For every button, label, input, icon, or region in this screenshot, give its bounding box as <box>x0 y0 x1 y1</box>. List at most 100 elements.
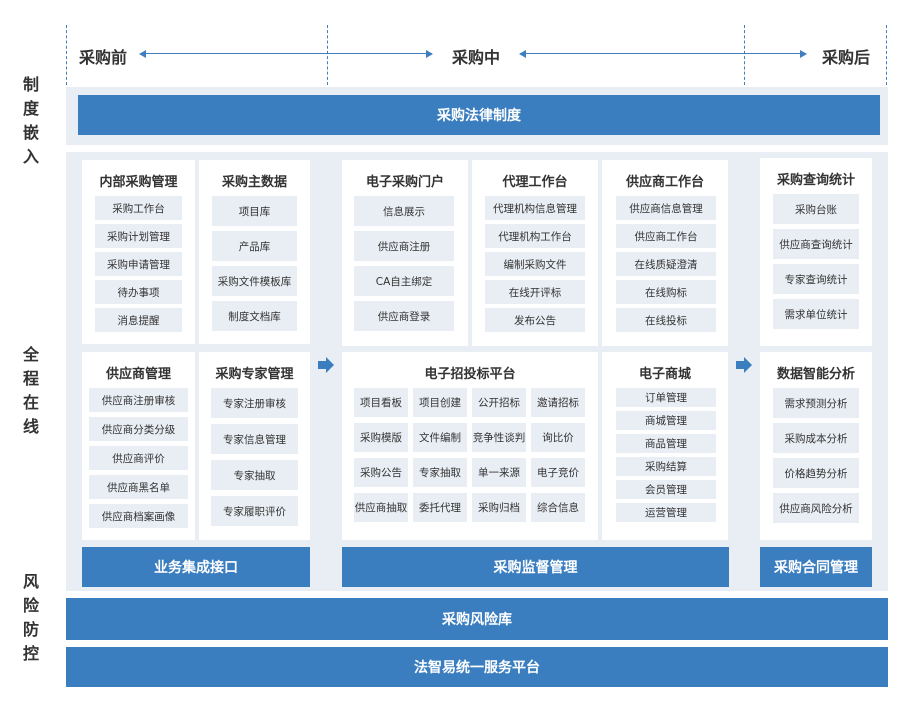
side-label-full-text: 全程在线 <box>22 345 39 436</box>
panel-expert-title: 采购专家管理 <box>215 367 294 382</box>
list-item: 采购文件模板库 <box>212 266 297 296</box>
panel-mall-title: 电子商城 <box>638 367 691 382</box>
list-item: 供应商登录 <box>354 301 454 331</box>
list-item: 采购台账 <box>773 194 859 224</box>
list-item: 在线质疑澄清 <box>616 252 716 276</box>
list-item: 供应商抽取 <box>354 493 408 522</box>
phase-divider-left <box>66 25 67 85</box>
list-item: 供应商黑名单 <box>89 475 188 499</box>
list-item: 编制采购文件 <box>485 252 585 276</box>
panel-master-title: 采购主数据 <box>221 175 287 190</box>
list-item: 电子竞价 <box>531 458 585 487</box>
side-label-full: 全程在线 <box>16 343 46 439</box>
panel-supplier-workbench: 供应商工作台 供应商信息管理 供应商工作台 在线质疑澄清 在线购标 在线投标 <box>602 160 728 346</box>
list-item: 供应商工作台 <box>616 224 716 248</box>
list-item: 在线投标 <box>616 308 716 332</box>
phase-before-label: 采购前 <box>79 48 128 67</box>
panel-analysis-title: 数据智能分析 <box>776 367 855 382</box>
list-item: 供应商风险分析 <box>773 493 859 523</box>
list-item: 项目看板 <box>354 388 408 417</box>
panel-agent-title: 代理工作台 <box>502 175 568 190</box>
side-label-system: 制度嵌入 <box>16 73 46 169</box>
list-item: 供应商信息管理 <box>616 196 716 220</box>
panel-internal-title: 内部采购管理 <box>99 175 178 190</box>
list-item: 采购公告 <box>354 458 408 487</box>
panel-bidding-title: 电子招投标平台 <box>424 367 516 382</box>
side-label-system-text: 制度嵌入 <box>22 75 39 166</box>
law-bar: 采购法律制度 <box>78 95 880 135</box>
list-item: 询比价 <box>531 423 585 452</box>
list-item: CA自主绑定 <box>354 266 454 296</box>
list-item: 供应商注册审核 <box>89 388 188 412</box>
integration-bar: 业务集成接口 <box>82 547 310 587</box>
list-item: 邀请招标 <box>531 388 585 417</box>
list-item: 需求预测分析 <box>773 388 859 418</box>
side-label-risk: 风险防控 <box>16 570 46 666</box>
list-item: 单一来源 <box>472 458 526 487</box>
panel-supplier-mgmt: 供应商管理 供应商注册审核 供应商分类分级 供应商评价 供应商黑名单 供应商档案… <box>82 352 195 540</box>
list-item: 发布公告 <box>485 308 585 332</box>
list-item: 文件编制 <box>413 423 467 452</box>
panel-supplier-mgmt-title: 供应商管理 <box>105 367 171 382</box>
flow-arrow-right-icon <box>736 357 752 373</box>
risk-bar: 采购风险库 <box>66 598 888 640</box>
list-item: 商品管理 <box>616 434 716 453</box>
phase-during-label: 采购中 <box>452 48 501 67</box>
panel-analysis: 数据智能分析 需求预测分析 采购成本分析 价格趋势分析 供应商风险分析 <box>760 352 872 540</box>
panel-query-title: 采购查询统计 <box>776 173 855 188</box>
phase-divider-right <box>886 25 887 85</box>
panel-portal: 电子采购门户 信息展示 供应商注册 CA自主绑定 供应商登录 <box>342 160 468 346</box>
list-item: 竞争性谈判 <box>472 423 526 452</box>
supervision-bar: 采购监督管理 <box>342 547 729 587</box>
list-item: 在线开评标 <box>485 280 585 304</box>
list-item: 产品库 <box>212 231 297 261</box>
list-item: 专家履职评价 <box>211 496 298 526</box>
panel-portal-title: 电子采购门户 <box>365 175 444 190</box>
panel-master: 采购主数据 项目库 产品库 采购文件模板库 制度文档库 <box>199 160 310 344</box>
list-item: 需求单位统计 <box>773 299 859 329</box>
list-item: 订单管理 <box>616 388 716 407</box>
list-item: 专家注册审核 <box>211 388 298 418</box>
phase-divider-mid2 <box>744 25 745 85</box>
list-item: 采购结算 <box>616 457 716 476</box>
list-item: 委托代理 <box>413 493 467 522</box>
list-item: 专家抽取 <box>413 458 467 487</box>
list-item: 采购模版 <box>354 423 408 452</box>
list-item: 综合信息 <box>531 493 585 522</box>
list-item: 专家抽取 <box>211 460 298 490</box>
phase-divider-mid1 <box>327 25 328 85</box>
list-item: 供应商档案画像 <box>89 504 188 528</box>
platform-bar: 法智易统一服务平台 <box>66 647 888 687</box>
list-item: 供应商注册 <box>354 231 454 261</box>
list-item: 专家信息管理 <box>211 424 298 454</box>
list-item: 信息展示 <box>354 196 454 226</box>
list-item: 运营管理 <box>616 503 716 522</box>
panel-agent: 代理工作台 代理机构信息管理 代理机构工作台 编制采购文件 在线开评标 发布公告 <box>472 160 598 346</box>
panel-internal: 内部采购管理 采购工作台 采购计划管理 采购申请管理 待办事项 消息提醒 <box>82 160 195 344</box>
list-item: 消息提醒 <box>95 308 182 332</box>
list-item: 采购成本分析 <box>773 423 859 453</box>
list-item: 在线购标 <box>616 280 716 304</box>
list-item: 项目库 <box>212 196 297 226</box>
list-item: 制度文档库 <box>212 301 297 331</box>
list-item: 项目创建 <box>413 388 467 417</box>
list-item: 供应商评价 <box>89 446 188 470</box>
list-item: 价格趋势分析 <box>773 458 859 488</box>
phase-arrow-1 <box>139 50 433 58</box>
list-item: 商城管理 <box>616 411 716 430</box>
list-item: 待办事项 <box>95 280 182 304</box>
list-item: 代理机构信息管理 <box>485 196 585 220</box>
side-label-risk-text: 风险防控 <box>22 572 39 663</box>
list-item: 供应商查询统计 <box>773 229 859 259</box>
list-item: 采购计划管理 <box>95 224 182 248</box>
list-item: 供应商分类分级 <box>89 417 188 441</box>
flow-arrow-right-icon <box>318 357 334 373</box>
list-item: 代理机构工作台 <box>485 224 585 248</box>
list-item: 专家查询统计 <box>773 264 859 294</box>
list-item: 会员管理 <box>616 480 716 499</box>
panel-supplier-workbench-title: 供应商工作台 <box>625 175 704 190</box>
list-item: 采购工作台 <box>95 196 182 220</box>
panel-query: 采购查询统计 采购台账 供应商查询统计 专家查询统计 需求单位统计 <box>760 158 872 346</box>
phase-arrow-2 <box>519 50 807 58</box>
panel-mall: 电子商城 订单管理 商城管理 商品管理 采购结算 会员管理 运营管理 <box>602 352 728 540</box>
